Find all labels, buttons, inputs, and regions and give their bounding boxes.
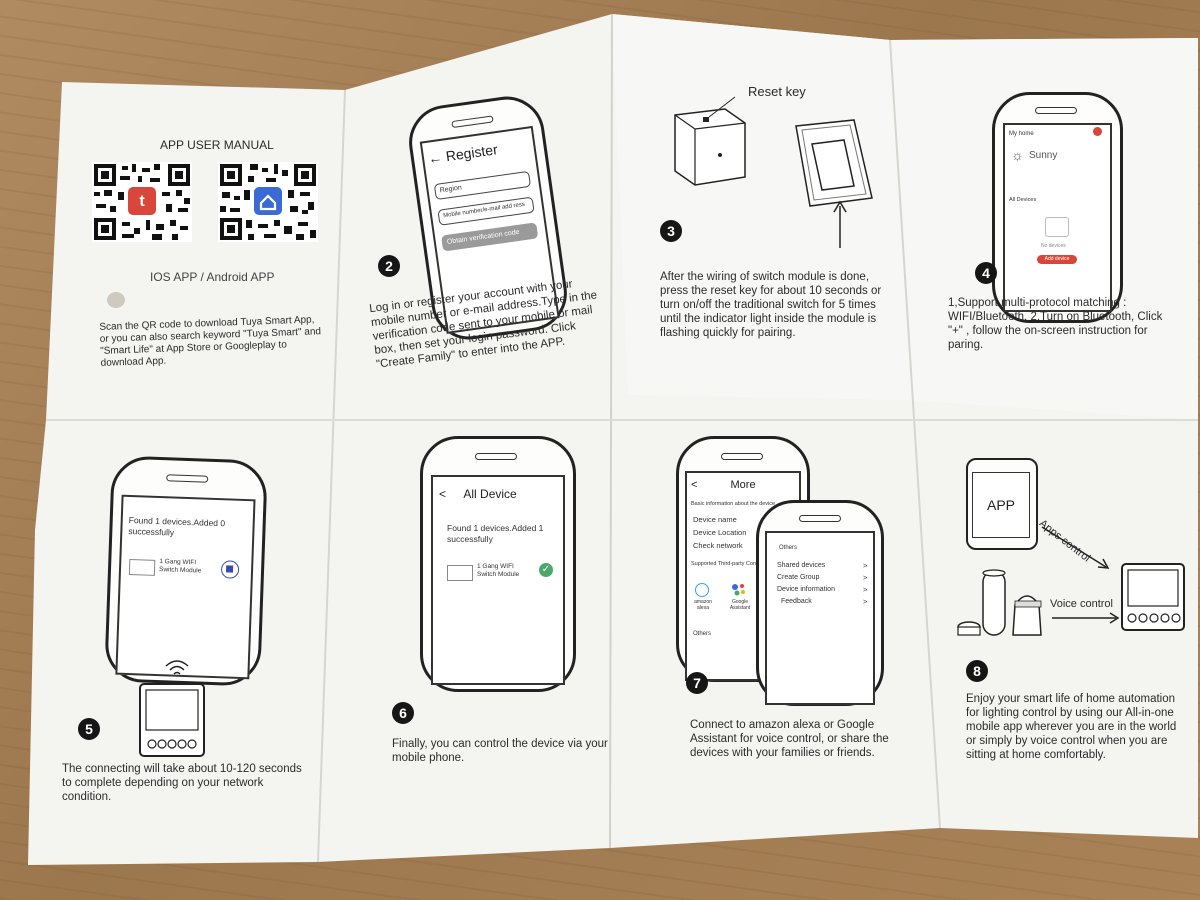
more-header: < More: [691, 479, 756, 491]
step6-text: Finally, you can control the device via …: [392, 738, 608, 764]
empty-device-icon: [1045, 217, 1069, 237]
svg-text:t: t: [139, 193, 145, 210]
region-field[interactable]: Region: [433, 170, 532, 201]
chevron-right-icon: >: [863, 561, 868, 570]
check-success-icon: ✓: [539, 563, 553, 577]
google-label: Google Assistant: [729, 599, 751, 611]
mobile-email-field[interactable]: Mobile number/e-mail add ress: [437, 196, 535, 226]
third-party-label: Supported Third-party Control: [691, 561, 764, 567]
chevron-right-icon: >: [863, 597, 868, 606]
menu-item-device-name[interactable]: Device name: [693, 515, 737, 524]
step4-text: 1,Support multi-protocol matching : WIFI…: [948, 297, 1163, 351]
back-arrow-icon[interactable]: <: [439, 487, 447, 501]
platform-label: IOS APP / Android APP: [150, 270, 275, 284]
menu-item-device-information[interactable]: Device information: [777, 586, 835, 593]
register-title: Register: [444, 141, 499, 165]
sun-icon: ☼: [1011, 147, 1024, 163]
device-name: 1 Gang WIFI Switch Module: [477, 563, 520, 578]
qr-code-tuya-smart[interactable]: t: [92, 162, 192, 242]
menu-item-shared-devices[interactable]: Shared devices: [777, 562, 826, 569]
chevron-right-icon: >: [863, 585, 868, 594]
step-number-2: 2: [378, 255, 400, 277]
intro-text: Scan the QR code to download Tuya Smart …: [99, 314, 322, 369]
press-arrow-icon: [833, 200, 847, 248]
manual-title: APP USER MANUAL: [160, 138, 274, 152]
alexa-icon[interactable]: [695, 583, 709, 597]
step8-text: Enjoy your smart life of home automation…: [966, 693, 1177, 761]
phone-share: Others Shared devices > Create Group > D…: [756, 500, 884, 706]
step-number-7: 7: [686, 672, 708, 694]
step3-text: After the wiring of switch module is don…: [660, 271, 882, 339]
step-number-6: 6: [392, 702, 414, 724]
add-icon[interactable]: [1093, 127, 1102, 136]
fingerprint-smudge: [107, 292, 125, 308]
step7-text: Connect to amazon alexa or Google Assist…: [690, 719, 889, 759]
google-assistant-icon[interactable]: [731, 583, 747, 597]
menu-item-feedback[interactable]: Feedback: [781, 598, 812, 605]
step-number-5: 5: [78, 718, 100, 740]
step-number-4: 4: [975, 262, 997, 284]
found-devices-text: Found 1 devices.Added 1 successfully: [447, 523, 544, 544]
add-device-button[interactable]: Add device: [1037, 255, 1077, 264]
smart-speakers-illustration: [957, 569, 1042, 636]
voice-control-label: Voice control: [1050, 598, 1113, 610]
device-thumbnail: [128, 559, 156, 576]
weather-label: Sunny: [1029, 150, 1058, 161]
all-devices-label: All Devices: [1009, 197, 1037, 203]
step-number-3: 3: [660, 220, 682, 242]
device-thumbnail: [447, 565, 473, 581]
menu-item-create-group[interactable]: Create Group: [777, 574, 820, 581]
device-name: 1 Gang WIFI Switch Module: [158, 558, 202, 575]
more-title: More: [730, 479, 756, 491]
wifi-signal-icon: [165, 660, 189, 675]
menu-item-device-location[interactable]: Device Location: [693, 528, 747, 537]
phone-pairing: Found 1 devices.Added 0 successfully 1 G…: [104, 455, 268, 687]
reset-key-label: Reset key: [748, 84, 806, 99]
menu-item-check-network[interactable]: Check network: [693, 541, 743, 550]
wall-switch-illustration: [795, 119, 873, 207]
pairing-progress-icon: [220, 560, 240, 579]
all-device-title: All Device: [463, 487, 517, 501]
step5-text: The connecting will take about 10-120 se…: [62, 763, 302, 803]
back-arrow-icon[interactable]: ←: [427, 148, 444, 167]
obtain-verification-button[interactable]: Obtain verification code: [441, 222, 539, 252]
home-title[interactable]: My home: [1009, 131, 1034, 137]
switch-module-device-icon: [139, 683, 205, 757]
others-header: Others: [779, 545, 798, 551]
switch-module-target-icon: [1121, 563, 1185, 631]
phone-home: My home ☼ Sunny All Devices No devices A…: [992, 92, 1123, 323]
others-label[interactable]: Others: [693, 631, 712, 637]
back-arrow-icon[interactable]: <: [691, 479, 698, 491]
step-number-8: 8: [966, 660, 988, 682]
register-screen-header: ← Register: [427, 141, 499, 167]
chevron-right-icon: >: [863, 573, 868, 582]
phone-all-device: < All Device Found 1 devices.Added 1 suc…: [420, 436, 576, 692]
phone-app: APP: [966, 458, 1038, 550]
basic-info-label: Basic information about the device: [691, 501, 776, 507]
app-label: APP: [986, 497, 1015, 513]
alexa-label: amazon alexa: [694, 599, 712, 611]
no-devices-label: No devices: [1041, 243, 1066, 249]
found-devices-text: Found 1 devices.Added 0 successfully: [128, 514, 226, 538]
voice-control-arrow: [1052, 612, 1120, 624]
switch-module-illustration: [674, 96, 746, 186]
qr-code-smart-life[interactable]: [218, 162, 318, 242]
all-device-header: < All Device: [439, 487, 517, 501]
apps-control-arrow: [1041, 526, 1110, 569]
